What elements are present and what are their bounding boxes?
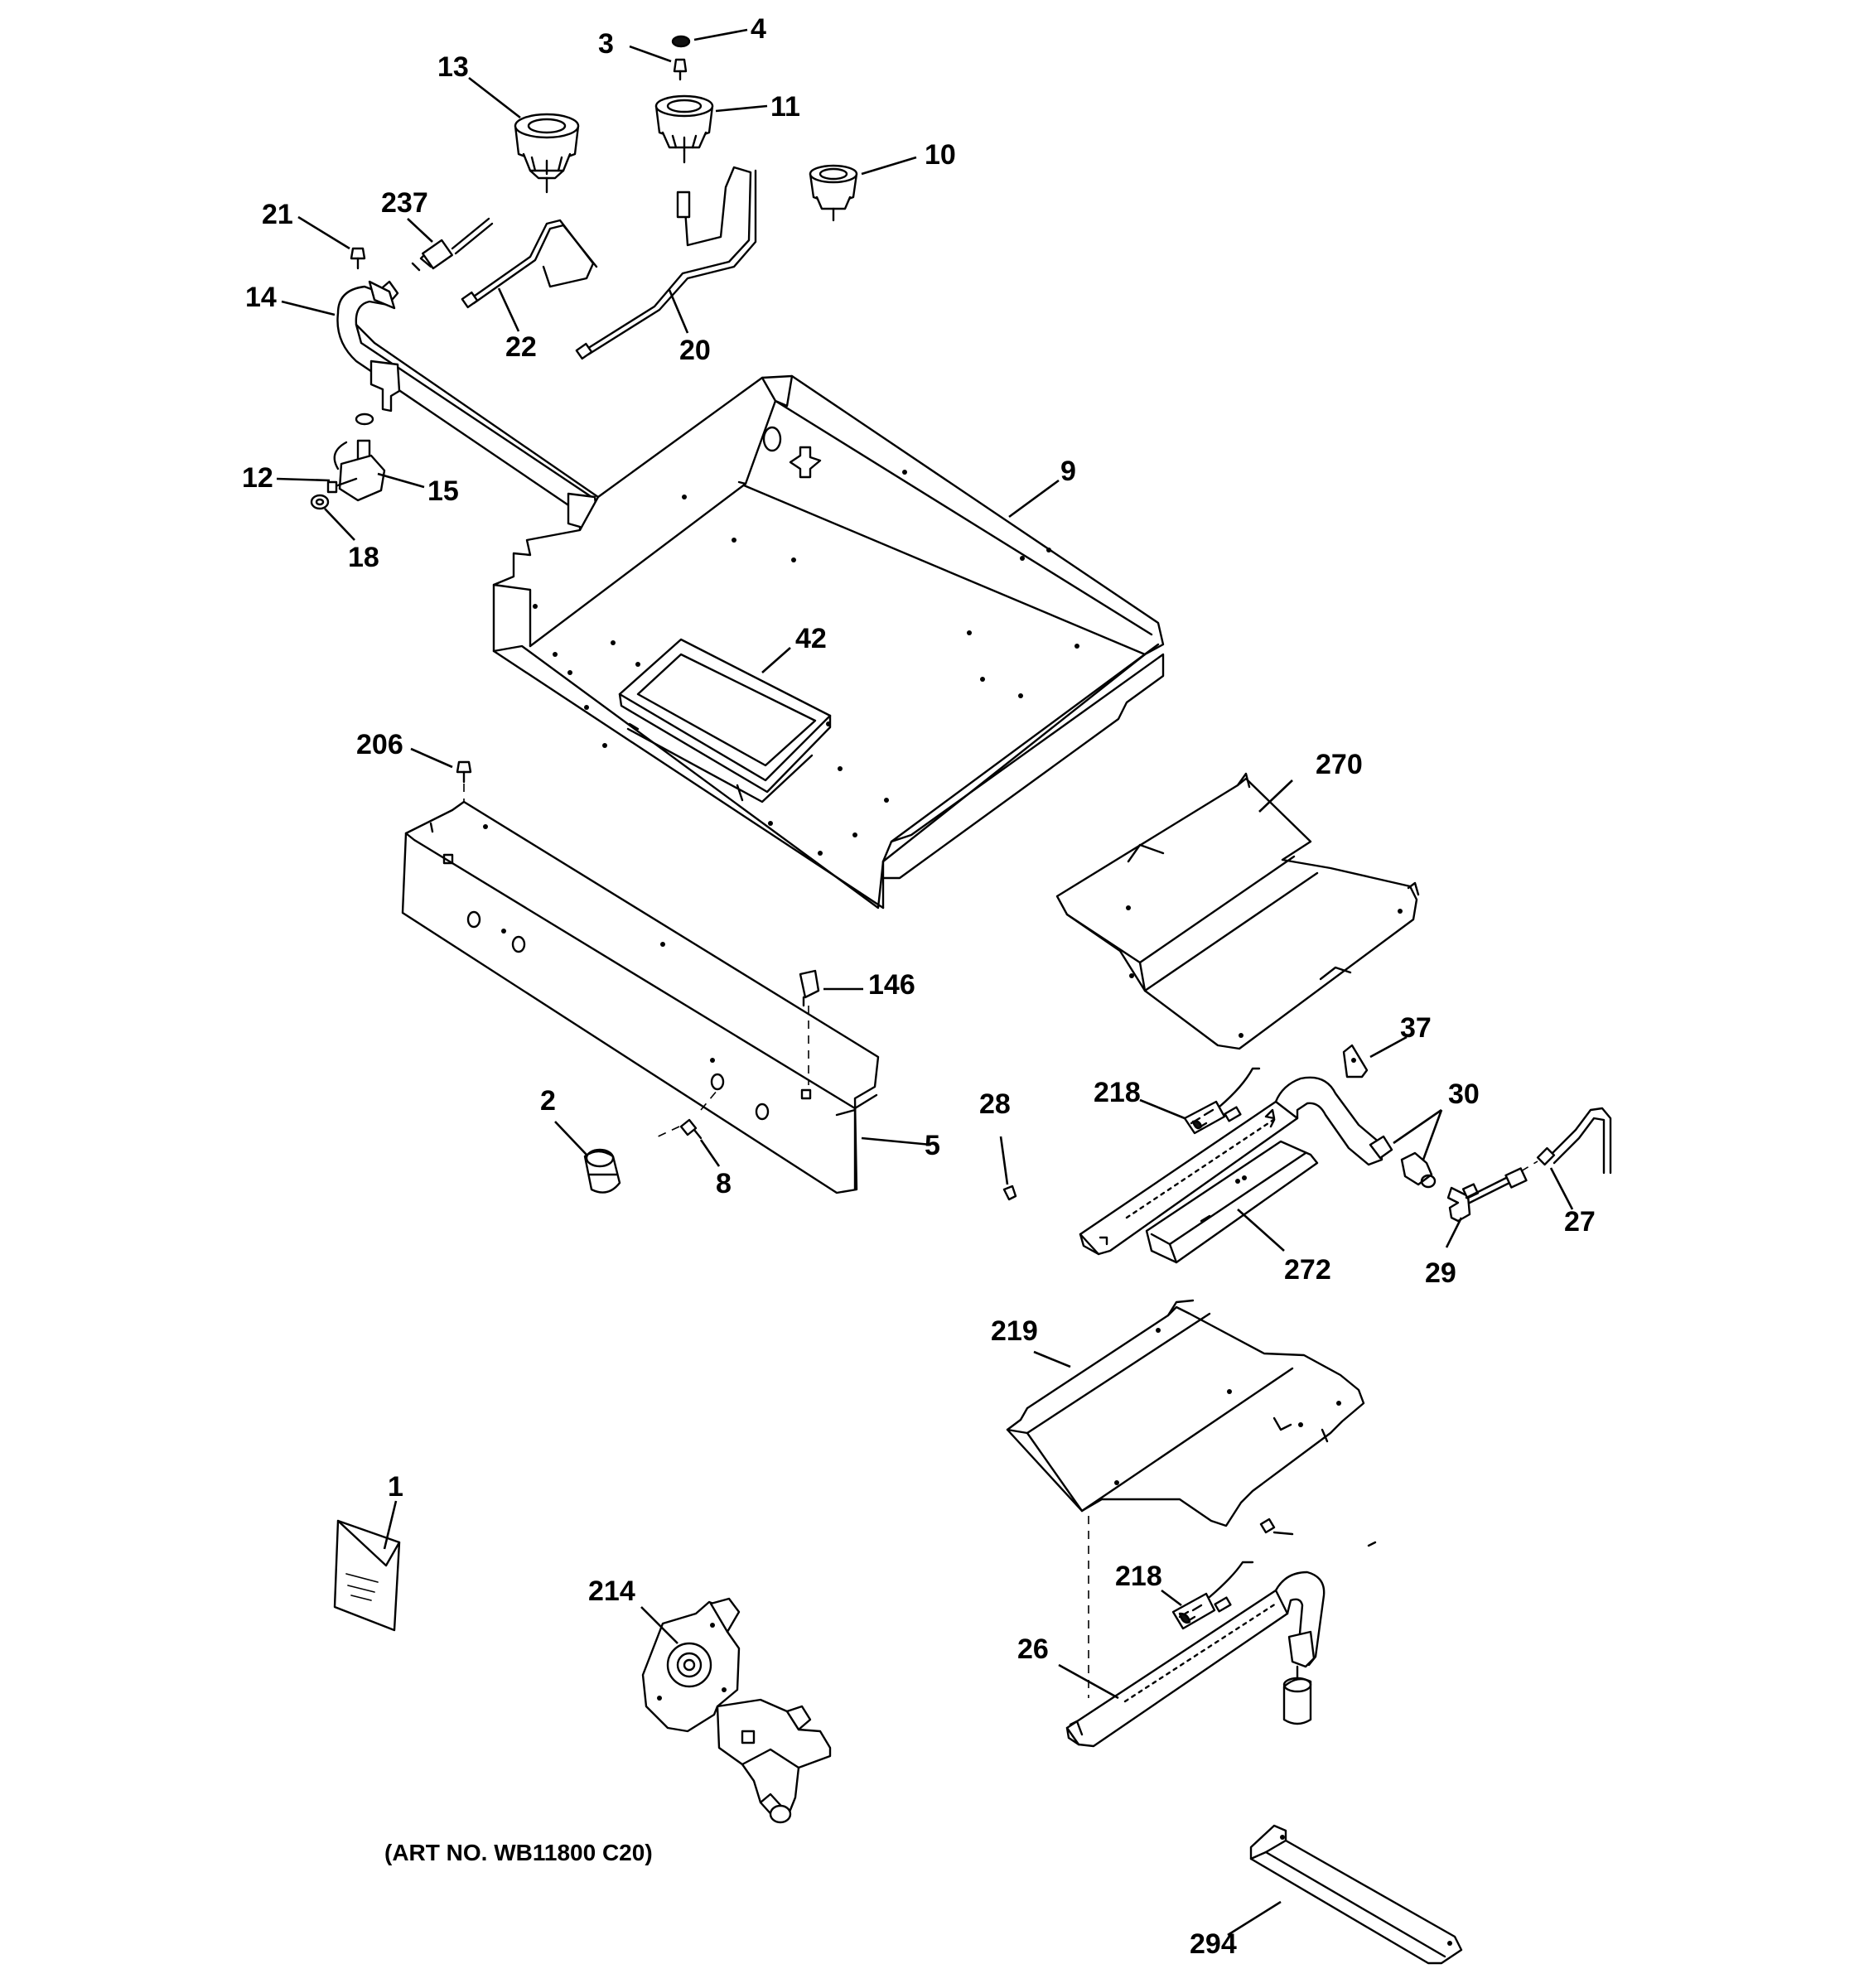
callout-146: 146 [868, 969, 915, 1001]
part-42-vent [618, 638, 832, 803]
part-30-orifice-holder [1369, 1135, 1437, 1189]
callout-294: 294 [1190, 1928, 1237, 1960]
callout-42: 42 [795, 623, 827, 654]
part-218-lower-electrode [1171, 1561, 1254, 1630]
part-5-manifold-panel [401, 800, 880, 1194]
part-26-burner [1065, 1571, 1326, 1748]
callout-270: 270 [1316, 749, 1363, 780]
part-27-gas-tube [1520, 1107, 1612, 1175]
callout-1: 1 [388, 1471, 403, 1503]
part-219-cover [1006, 1299, 1365, 1527]
part-294-bracket [1249, 1824, 1463, 1965]
callout-9: 9 [1060, 456, 1076, 487]
part-146-clip [799, 969, 820, 1085]
callout-26: 26 [1017, 1633, 1049, 1665]
callout-13: 13 [437, 51, 469, 83]
part-21-screw [350, 247, 366, 270]
callout-219: 219 [991, 1315, 1038, 1347]
part-1-literature [333, 1519, 401, 1632]
part-3-screw [673, 58, 688, 81]
part-219-screw [1259, 1518, 1377, 1547]
callout-218-upper: 218 [1094, 1077, 1141, 1108]
callout-14: 14 [245, 282, 277, 313]
part-28-clip [1002, 1185, 1017, 1201]
part-13-burner-head [514, 113, 580, 194]
part-upper-burner-tube [1079, 1076, 1384, 1256]
part-15-valve-bracket [333, 413, 386, 502]
leader-lines [276, 28, 1574, 1937]
callout-12: 12 [242, 462, 273, 494]
callout-18: 18 [348, 542, 379, 573]
callout-10: 10 [925, 139, 956, 171]
callout-labels: 13 3 4 11 10 21 237 14 22 20 9 12 15 18 … [242, 13, 1596, 1960]
callout-27: 27 [1564, 1206, 1596, 1238]
callout-218-lower: 218 [1115, 1561, 1162, 1592]
callout-2: 2 [540, 1085, 556, 1117]
part-10-burner-head [809, 164, 858, 222]
callout-3: 3 [598, 28, 614, 60]
part-272-baffle [1145, 1140, 1319, 1264]
callout-214: 214 [588, 1575, 635, 1607]
callout-21: 21 [262, 199, 293, 230]
callout-206: 206 [356, 729, 403, 760]
part-218-upper-electrode [1183, 1067, 1261, 1135]
callout-5: 5 [925, 1130, 940, 1161]
callout-29: 29 [1425, 1257, 1456, 1289]
callout-15: 15 [427, 475, 459, 507]
callout-28: 28 [979, 1088, 1011, 1120]
part-214-valve [641, 1597, 832, 1824]
callout-37: 37 [1400, 1012, 1432, 1044]
part-22-gas-tube [461, 219, 598, 309]
part-37-bracket [1342, 1044, 1369, 1078]
art-number-label: (ART NO. WB11800 C20) [384, 1840, 653, 1865]
part-2-knob [583, 1148, 621, 1194]
callout-11: 11 [770, 91, 800, 123]
callout-22: 22 [505, 331, 537, 363]
callout-30: 30 [1448, 1078, 1480, 1110]
callout-8: 8 [716, 1168, 732, 1199]
part-29-orifice [1446, 1167, 1528, 1223]
part-270-cover [1055, 772, 1420, 1050]
part-9-burner-box [492, 374, 1165, 910]
callout-4: 4 [751, 13, 766, 45]
callout-237: 237 [381, 187, 428, 219]
callout-272: 272 [1284, 1254, 1331, 1286]
part-206-screw [456, 760, 472, 805]
part-4-nut [671, 35, 691, 48]
part-18-nut [310, 494, 330, 510]
part-8-screw [654, 1089, 718, 1140]
part-20-gas-tube [575, 166, 757, 360]
part-11-burner-head [654, 94, 714, 164]
part-237-fitting [411, 217, 494, 272]
part-12-screw [326, 477, 358, 494]
callout-20: 20 [679, 335, 711, 366]
